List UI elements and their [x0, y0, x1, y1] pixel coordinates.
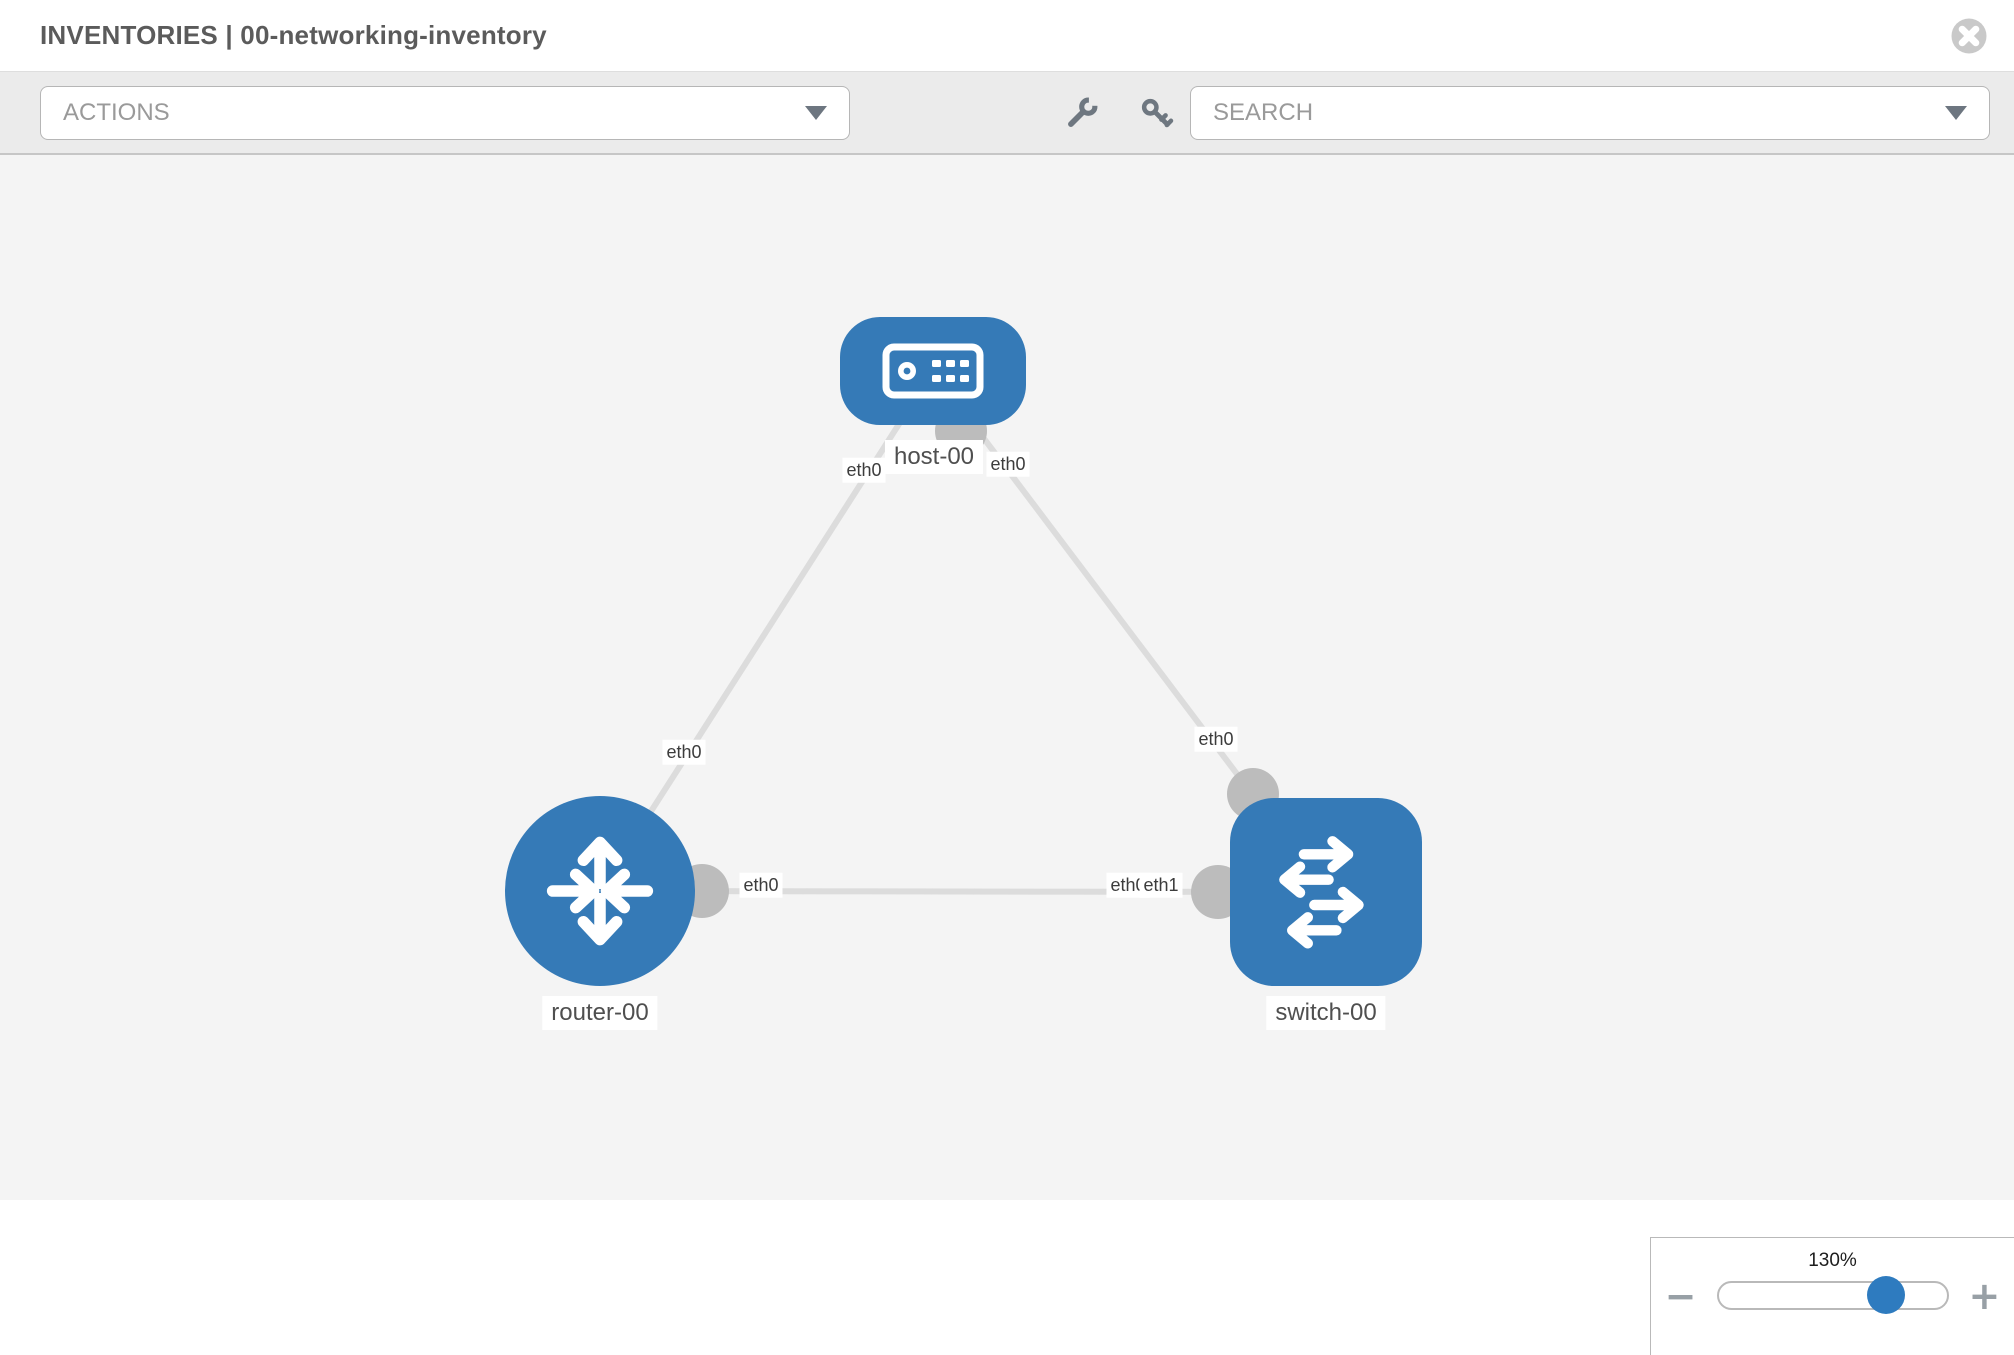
- page-title: INVENTORIES | 00-networking-inventory: [40, 20, 547, 50]
- node-label-switch-00: switch-00: [1266, 996, 1386, 1030]
- switch-arrows-icon: [1279, 836, 1364, 949]
- configure-button[interactable]: [1062, 93, 1102, 133]
- chevron-down-icon: [1945, 105, 1967, 120]
- header: INVENTORIES | 00-networking-inventory: [0, 0, 2014, 72]
- actions-dropdown[interactable]: ACTIONS: [40, 85, 850, 140]
- zoom-control-panel: 130% − +: [1650, 1237, 2014, 1355]
- node-switch-00[interactable]: [1230, 798, 1422, 986]
- zoom-slider[interactable]: [1716, 1276, 1949, 1314]
- node-label-host-00: host-00: [884, 440, 984, 474]
- node-label-router-00: router-00: [542, 996, 658, 1030]
- key-icon: [1141, 98, 1174, 127]
- interface-label-host-to-router: eth0: [842, 457, 886, 483]
- zoom-slider-row: − +: [1651, 1273, 2014, 1318]
- actions-dropdown-label: ACTIONS: [63, 98, 170, 126]
- zoom-in-button[interactable]: +: [1968, 1273, 2001, 1318]
- node-host-00[interactable]: [840, 317, 1026, 425]
- server-icon: [882, 343, 984, 399]
- toolbar-icons: [1062, 93, 1176, 133]
- close-icon: [1951, 18, 1987, 53]
- zoom-out-button[interactable]: −: [1664, 1273, 1697, 1318]
- credentials-button[interactable]: [1136, 93, 1176, 133]
- topology-links-layer: [597, 369, 1329, 919]
- link-host-router: [597, 369, 936, 893]
- close-button[interactable]: [1950, 17, 1988, 55]
- interface-label-router-to-switch: eth0: [739, 872, 783, 898]
- node-router-00[interactable]: [505, 796, 695, 986]
- chevron-down-icon: [805, 105, 827, 120]
- topology-canvas[interactable]: host-00 router-00 switch-00 eth0 eth0 et…: [0, 155, 2014, 1355]
- zoom-slider-knob[interactable]: [1866, 1276, 1905, 1314]
- wrench-icon: [1068, 95, 1100, 127]
- search-dropdown[interactable]: SEARCH: [1190, 85, 1990, 140]
- interface-label-router-to-host: eth0: [662, 739, 706, 765]
- toolbar: ACTIONS SEARCH: [0, 72, 2014, 155]
- zoom-level-label: 130%: [1808, 1250, 1857, 1271]
- interface-label-switch-to-host: eth0: [1194, 726, 1238, 752]
- router-arrows-icon: [546, 836, 654, 946]
- interface-label-host-to-switch: eth0: [986, 451, 1030, 477]
- interface-label-switch-to-router: eth1: [1139, 872, 1183, 898]
- search-placeholder: SEARCH: [1213, 98, 1314, 126]
